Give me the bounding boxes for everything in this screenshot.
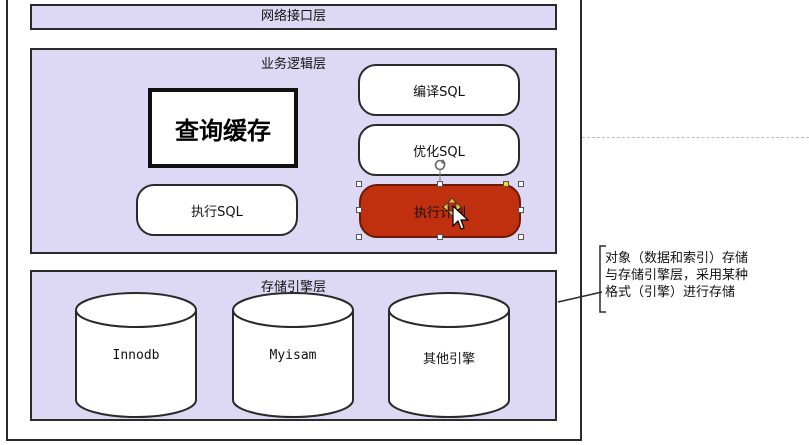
optimize-sql-box[interactable]: 优化SQL [358,124,520,176]
selection-handle[interactable] [518,207,524,213]
selection-handle[interactable] [356,181,362,187]
selection-handle[interactable] [356,234,362,240]
storage-layer-title: 存储引擎层 [260,280,326,295]
engine-label-myisam: Myisam [269,348,317,363]
selection-handle[interactable] [437,234,443,240]
execute-sql-box[interactable]: 执行SQL [136,184,298,236]
selection-handle[interactable] [503,181,509,187]
query-cache-box[interactable]: 查询缓存 [148,88,298,168]
selection-handle[interactable] [518,234,524,240]
engine-label-innodb: Innodb [112,348,160,363]
dashed-guide-line [582,137,809,138]
network-layer[interactable]: 网络接口层 [30,4,557,30]
rotate-handle-icon[interactable] [432,158,448,184]
cylinder-innodb[interactable] [75,292,197,418]
business-layer-title: 业务逻辑层 [260,57,326,72]
cylinder-other[interactable] [388,292,510,418]
storage-engines-cylinders [75,292,510,418]
selection-handle[interactable] [356,207,362,213]
selection-handle[interactable] [518,181,524,187]
network-layer-title: 网络接口层 [260,9,326,24]
compile-sql-box[interactable]: 编译SQL [358,64,520,116]
move-cursor-icon [443,198,469,230]
execution-plan-box[interactable]: 执行计划 [359,184,521,238]
cylinder-myisam[interactable] [232,292,354,418]
storage-annotation-text: 对象（数据和索引）存储 与存储引擎层，采用某种 格式（引擎）进行存储 [605,251,749,300]
engine-label-other: 其他引擎 [422,352,475,367]
annotation-connector [557,245,606,313]
